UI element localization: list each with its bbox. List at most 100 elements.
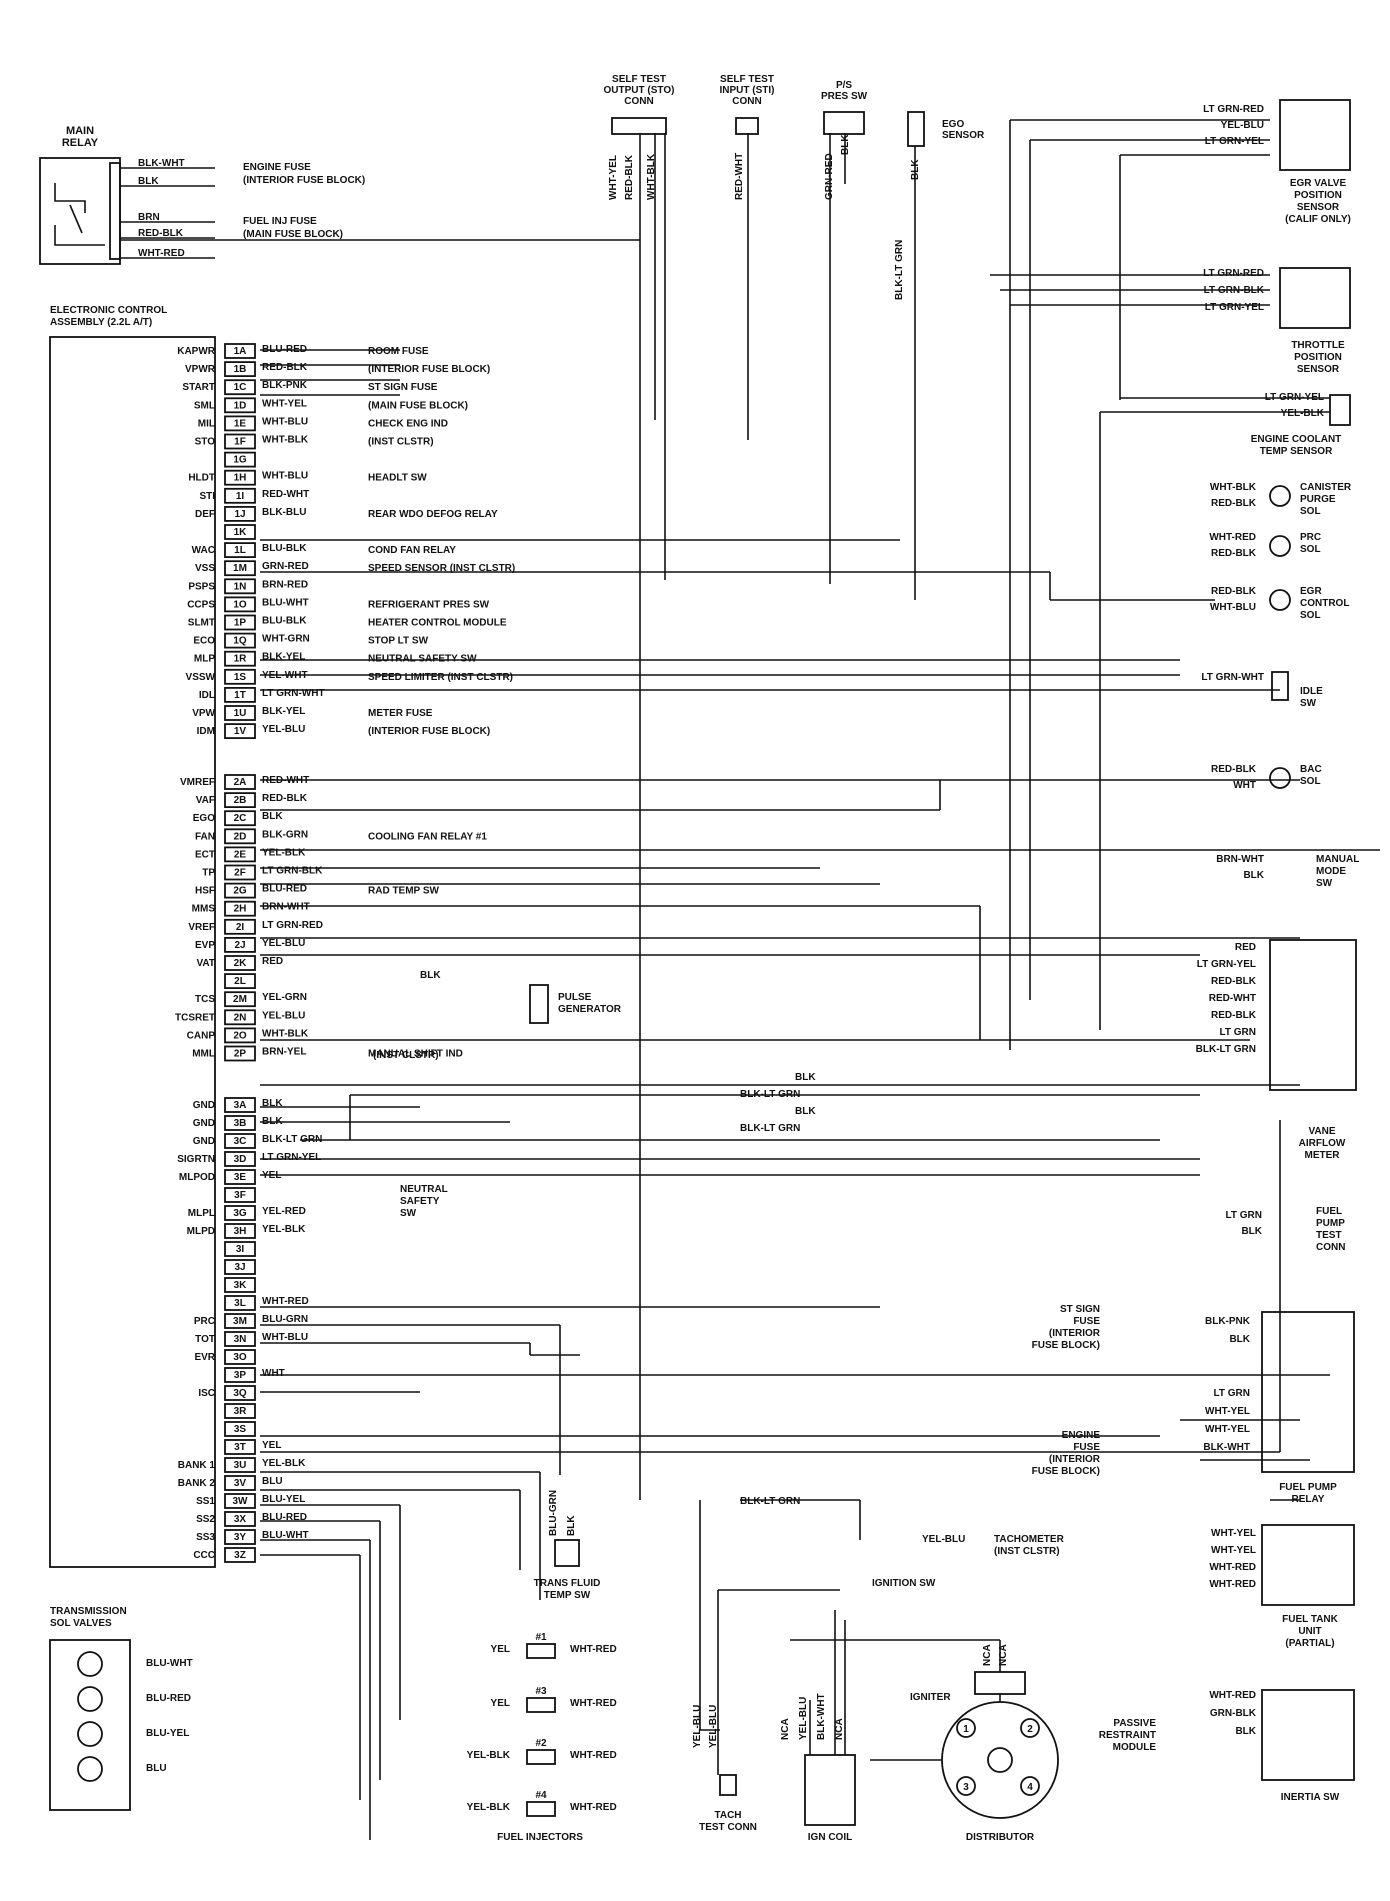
pin-id-1S: 1S [234,672,247,683]
pin-signal-3O: EVR [194,1352,215,1363]
vane-wire-5: LT GRN [1220,1027,1256,1038]
pin-wire-3T: YEL [262,1440,281,1451]
injector-body [526,1801,556,1817]
vane-wire-6: BLK-LT GRN [1196,1044,1256,1055]
trans-sol-title-0: TRANSMISSION [50,1606,127,1617]
trans-fluid-name-0: TRANS FLUID [534,1578,601,1589]
pin-wire-3L: WHT-RED [262,1296,309,1307]
ign-coil-wire-3: NCA [834,1718,845,1740]
tank-name-0: FUEL TANK [1282,1614,1339,1625]
prm-label-1: RESTRAINT [1099,1730,1156,1741]
pin-id-3H: 3H [234,1226,247,1237]
pin-signal-1F: STO [195,437,216,448]
pin-wire-1F: WHT-BLK [262,435,309,446]
ps-label-0: P/S [836,80,852,91]
ignition-sw-label: IGNITION SW [872,1578,936,1589]
pin-signal-1E: MIL [198,418,215,429]
inertia-name: INERTIA SW [1281,1792,1340,1803]
pin-signal-1H: HLDT [188,473,215,484]
pin-id-3Z: 3Z [234,1550,246,1561]
pin-id-3U: 3U [234,1460,247,1471]
tps-wire-1: LT GRN-BLK [1204,285,1265,296]
pin-cell [224,1241,256,1257]
pin-id-1V: 1V [234,726,247,737]
bac-body [1269,767,1291,789]
pin-signal-3M: PRC [194,1316,215,1327]
pin-id-3A: 3A [234,1100,247,1111]
pin-dest-1F: (INST CLSTR) [368,437,434,448]
injector-left-wire-3: YEL-BLK [467,1802,511,1813]
trans-sol-coil [77,1721,103,1747]
injector-body [526,1643,556,1659]
eca-title-0: ELECTRONIC CONTROL [50,305,167,316]
eng-fuse-pump-label-3: FUSE BLOCK) [1032,1466,1100,1477]
pin-id-2P: 2P [234,1049,247,1060]
pin-wire-2M: YEL-GRN [262,992,307,1003]
ego-label-1: SENSOR [942,130,985,141]
pin-id-1E: 1E [234,418,247,429]
pin-dest-2P: MANUAL SHIFT IND [368,1049,463,1060]
egr-ctl-name-1: CONTROL [1300,598,1349,609]
egr-vps-name-3: (CALIF ONLY) [1285,214,1351,225]
eca-box [49,336,216,1568]
gnd-wire-3: BLK-LT GRN [740,1123,800,1134]
trans-sol-wire-2: BLU-YEL [146,1728,189,1739]
injector-left-wire-1: YEL [491,1698,510,1709]
pin-signal-2M: TCS [195,994,215,1005]
pin-cell [224,361,256,378]
engine-fuse-label-1: (INTERIOR FUSE BLOCK) [243,175,365,186]
pin-cell [224,723,256,739]
tach-wire-1: YEL-BLU [922,1534,965,1545]
pin-cell [224,810,256,827]
tps-box [1279,267,1351,329]
pin-signal-1T: IDL [199,690,215,701]
pin-signal-1D: SML [194,400,215,411]
pump-relay-name-1: RELAY [1292,1494,1325,1505]
ect-name-1: TEMP SENSOR [1260,446,1333,457]
fuel-inj-fuse-label-1: (MAIN FUSE BLOCK) [243,229,343,240]
pin-id-1J: 1J [234,509,245,520]
trans-sol-coil [77,1651,103,1677]
prm-label-0: PASSIVE [1113,1718,1156,1729]
pin-id-2M: 2M [233,994,247,1005]
eng-fuse-pump-label-2: (INTERIOR [1049,1454,1101,1465]
pin-cell [224,560,256,577]
pin-id-3S: 3S [234,1424,247,1435]
pin-cell [224,578,256,595]
pin-cell [224,433,256,450]
pin-dest-1R: NEUTRAL SAFETY SW [368,654,477,665]
pin-dest-1U: METER FUSE [368,708,433,719]
pin-wire-2G: BLU-RED [262,884,307,895]
egr-vps-wire-2: LT GRN-YEL [1205,136,1264,147]
pin-cell [224,524,256,540]
pin-signal-1S: VSSW [186,672,216,683]
pin-id-1H: 1H [234,473,247,484]
pin-cell [224,1331,256,1347]
ign-coil-wire-1: YEL-BLU [798,1697,809,1740]
manual-mode-name-1: MODE [1316,866,1346,877]
pin-wire-1T: LT GRN-WHT [262,688,325,699]
tach-wire-0: BLK-LT GRN [740,1496,800,1507]
pin-cell [224,973,256,989]
manual-shift-dest: (INST CLSTR) [373,1050,439,1061]
pin-id-1D: 1D [234,400,247,411]
ect-name-0: ENGINE COOLANT [1251,434,1342,445]
pin-wire-2P: BRN-YEL [262,1047,306,1058]
pin-dest-1J: REAR WDO DEFOG RELAY [368,509,498,520]
distributor-wire-0: NCA [982,1644,993,1666]
pin-id-1O: 1O [233,599,247,610]
manual-mode-name-2: SW [1316,878,1333,889]
pin-id-3O: 3O [233,1352,247,1363]
main-relay-wire-0: BLK-WHT [138,158,185,169]
egr-vps-box [1279,99,1351,171]
bac-name-0: BAC [1300,764,1322,775]
pin-cell [224,828,256,845]
pin-cell [224,1547,256,1563]
pin-id-2K: 2K [234,958,248,969]
pin-signal-1A: KAPWR [177,346,216,357]
pin-id-3F: 3F [234,1190,246,1201]
pin-id-2B: 2B [234,795,247,806]
pin-id-3L: 3L [234,1298,246,1309]
pin-cell [224,991,256,1008]
vane-name-2: METER [1305,1150,1341,1161]
